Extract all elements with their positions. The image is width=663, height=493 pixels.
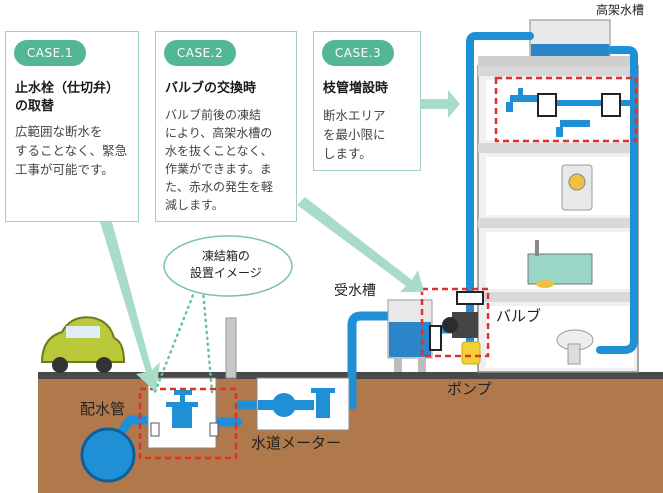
case-badge-2: CASE.2: [164, 40, 236, 66]
receiving-tank-label: 受水槽: [334, 283, 376, 299]
callout-dots: [153, 288, 214, 394]
valve-box-left: [429, 325, 442, 351]
case-title-2: バルブの交換時: [165, 81, 257, 96]
case-body-2: バルブ前後の凍結 により、高架水槽の 水を抜くことなく、 作業ができます。ま た…: [165, 108, 274, 212]
boundary-post: [225, 317, 237, 379]
bathtub-icon: [527, 240, 593, 288]
elevated-tank-label: 高架水槽: [596, 3, 645, 17]
case-body-1: 広範囲な断水を することなく、緊急 工事が可能です。: [15, 124, 128, 177]
branch-box-right: [601, 93, 621, 117]
case-badge-3: CASE.3: [322, 40, 394, 66]
case-body-3: 断水エリア を最小限に します。: [323, 108, 386, 161]
case-title-3: 枝管増設時: [323, 81, 389, 96]
case-card-2: CASE.2 バルブの交換時 バルブ前後の凍結 により、高架水槽の 水を抜くこと…: [155, 31, 297, 222]
gate-valve-icon: [166, 390, 198, 428]
freezer-box-image-label: 凍結箱の 設置イメージ: [190, 249, 262, 280]
distribution-pipe-label: 配水管: [80, 400, 126, 418]
receiving-tank: [387, 299, 433, 372]
freezer-box-right: [209, 422, 219, 437]
toilet-icon: [556, 329, 594, 365]
case-title-1: 止水栓（仕切弁） の取替: [15, 81, 120, 114]
branch-box-left: [537, 93, 557, 117]
car-icon: [40, 316, 126, 373]
case-card-1: CASE.1 止水栓（仕切弁） の取替 広範囲な断水を することなく、緊急 工事…: [5, 31, 139, 222]
case-card-3: CASE.3 枝管増設時 断水エリア を最小限に します。: [313, 31, 421, 171]
case-badge-1: CASE.1: [14, 40, 86, 66]
valve-label: バルブ: [496, 307, 542, 325]
elevated-tank: [478, 19, 638, 66]
pointer-arrows: [100, 90, 460, 392]
faucet-icon: [506, 88, 630, 137]
distribution-pipe-shape: [80, 427, 136, 483]
washing-machine-icon: [561, 164, 593, 211]
pump-label: ポンプ: [447, 380, 492, 398]
freezer-callout-bubble: [163, 235, 293, 297]
valve-box-upper: [456, 291, 484, 305]
freezer-box-left: [150, 422, 160, 437]
highlight-boxes: [138, 76, 638, 460]
pump-icon: [442, 312, 481, 365]
water-meter-icon: [258, 388, 335, 418]
water-meter-label: 水道メーター: [251, 434, 342, 452]
